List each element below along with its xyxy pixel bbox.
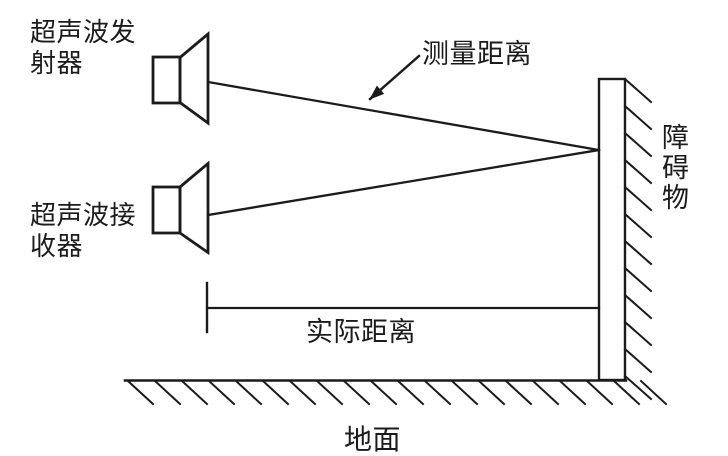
receiver-speaker-icon [151,160,210,256]
obstacle-wall [597,77,627,382]
obstacle-label: 障碍物 [658,123,688,213]
receiver-label: 超声波接 收器 [30,200,137,261]
measured-distance-arrow [368,54,421,101]
transmitter-speaker-icon [151,30,210,126]
obstacle-hatching [623,77,653,401]
measured-distance-label: 测量距离 [422,39,532,69]
ground-hatching [126,379,668,406]
actual-distance-label: 实际距离 [306,317,416,347]
receive-path-line [206,148,601,217]
transmit-path-line [206,80,601,152]
transmitter-label: 超声波发 射器 [30,17,137,78]
ground-label: 地面 [344,424,402,455]
